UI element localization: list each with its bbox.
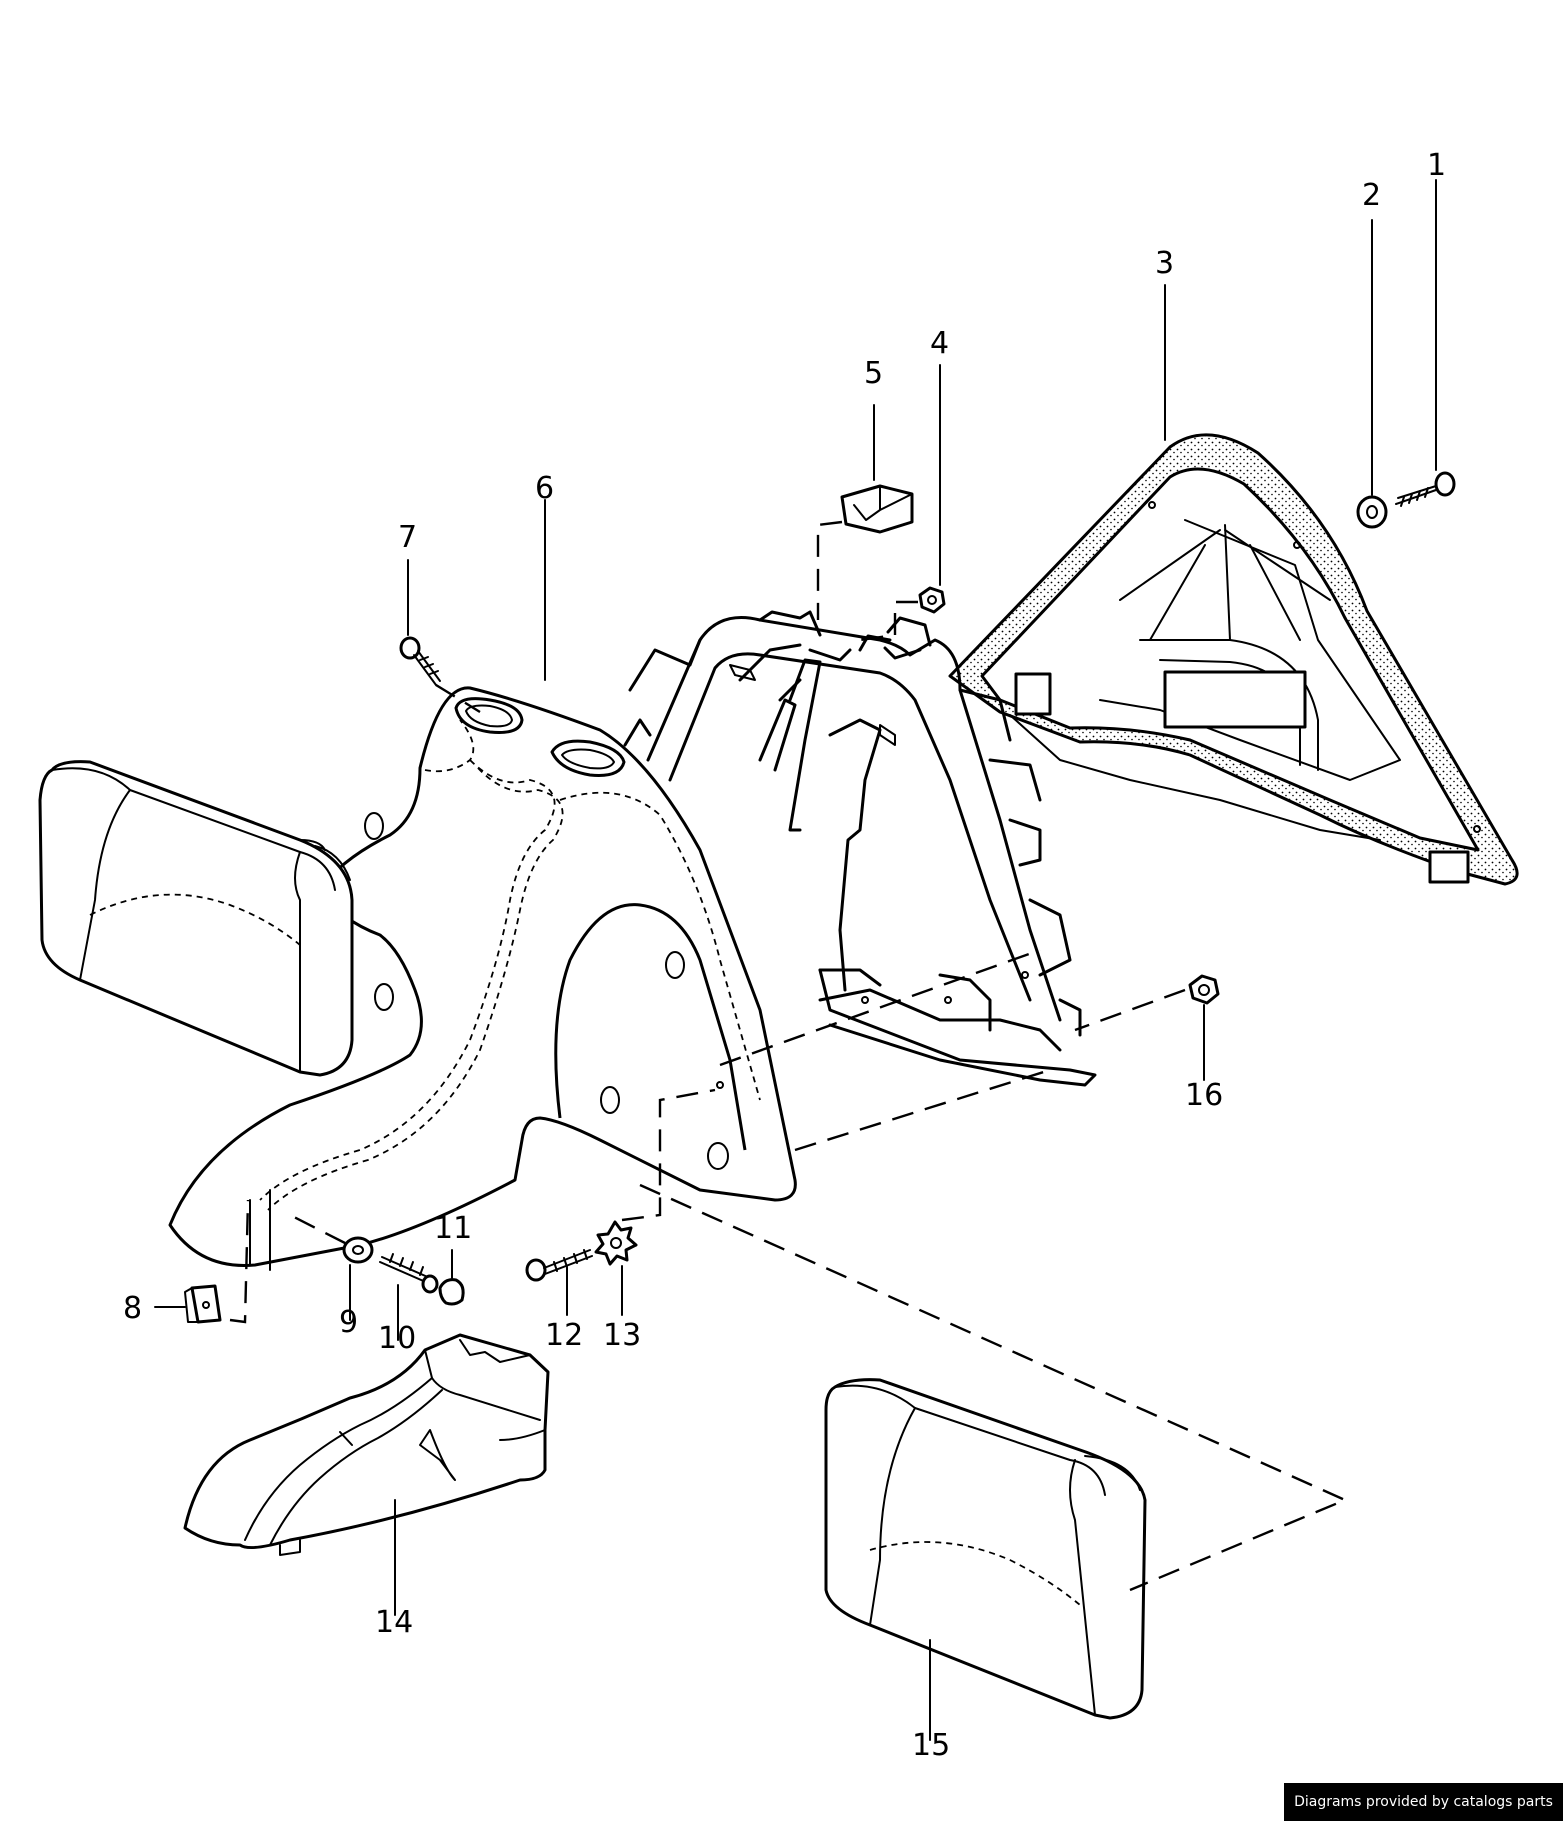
callout-11: 11 <box>434 1211 472 1246</box>
part-16-flange-nut <box>1188 974 1220 1005</box>
callout-12: 12 <box>545 1318 583 1353</box>
trim-slot-right <box>550 739 626 777</box>
part-5-bracket <box>840 484 914 534</box>
callout-8: 8 <box>123 1291 142 1326</box>
part-14-lower-trim <box>183 1333 550 1556</box>
part-7-screw <box>399 636 441 686</box>
callout-3: 3 <box>1155 246 1174 281</box>
callout-6: 6 <box>535 471 554 506</box>
part-13-star-washer <box>594 1220 638 1266</box>
part-4-nut <box>918 586 946 614</box>
callout-13: 13 <box>603 1318 641 1353</box>
callout-16: 16 <box>1185 1078 1223 1113</box>
part-15-seat-back <box>824 1378 1147 1720</box>
part-11-plug <box>438 1278 465 1306</box>
part-6-main-trim <box>168 686 797 1271</box>
credit-text: Diagrams provided by catalogs parts <box>1294 1794 1553 1810</box>
callout-1: 1 <box>1427 148 1446 183</box>
callout-10: 10 <box>378 1321 416 1356</box>
callout-7: 7 <box>398 520 417 555</box>
leader-lines <box>154 179 1437 1741</box>
part-8-clip <box>184 1284 222 1324</box>
roll-bar-frame <box>623 610 1097 1087</box>
part-10-screw <box>379 1253 439 1294</box>
diagram-credit-banner: Diagrams provided by catalogs parts <box>1284 1783 1563 1821</box>
part-3-rear-trim-panel <box>948 433 1519 886</box>
part-9-washer <box>342 1236 374 1264</box>
left-seat-back <box>38 760 354 1077</box>
callout-9: 9 <box>339 1305 358 1340</box>
callout-numbers: 1 2 3 4 5 6 7 8 9 10 11 12 13 14 15 16 <box>123 148 1446 1763</box>
callout-5: 5 <box>864 356 883 391</box>
part-1-screw <box>1395 471 1456 507</box>
callout-4: 4 <box>930 326 949 361</box>
callout-2: 2 <box>1362 178 1381 213</box>
part-2-washer <box>1356 495 1388 529</box>
part-12-screw <box>525 1249 593 1282</box>
callout-15: 15 <box>912 1728 950 1763</box>
callout-14: 14 <box>375 1605 413 1640</box>
